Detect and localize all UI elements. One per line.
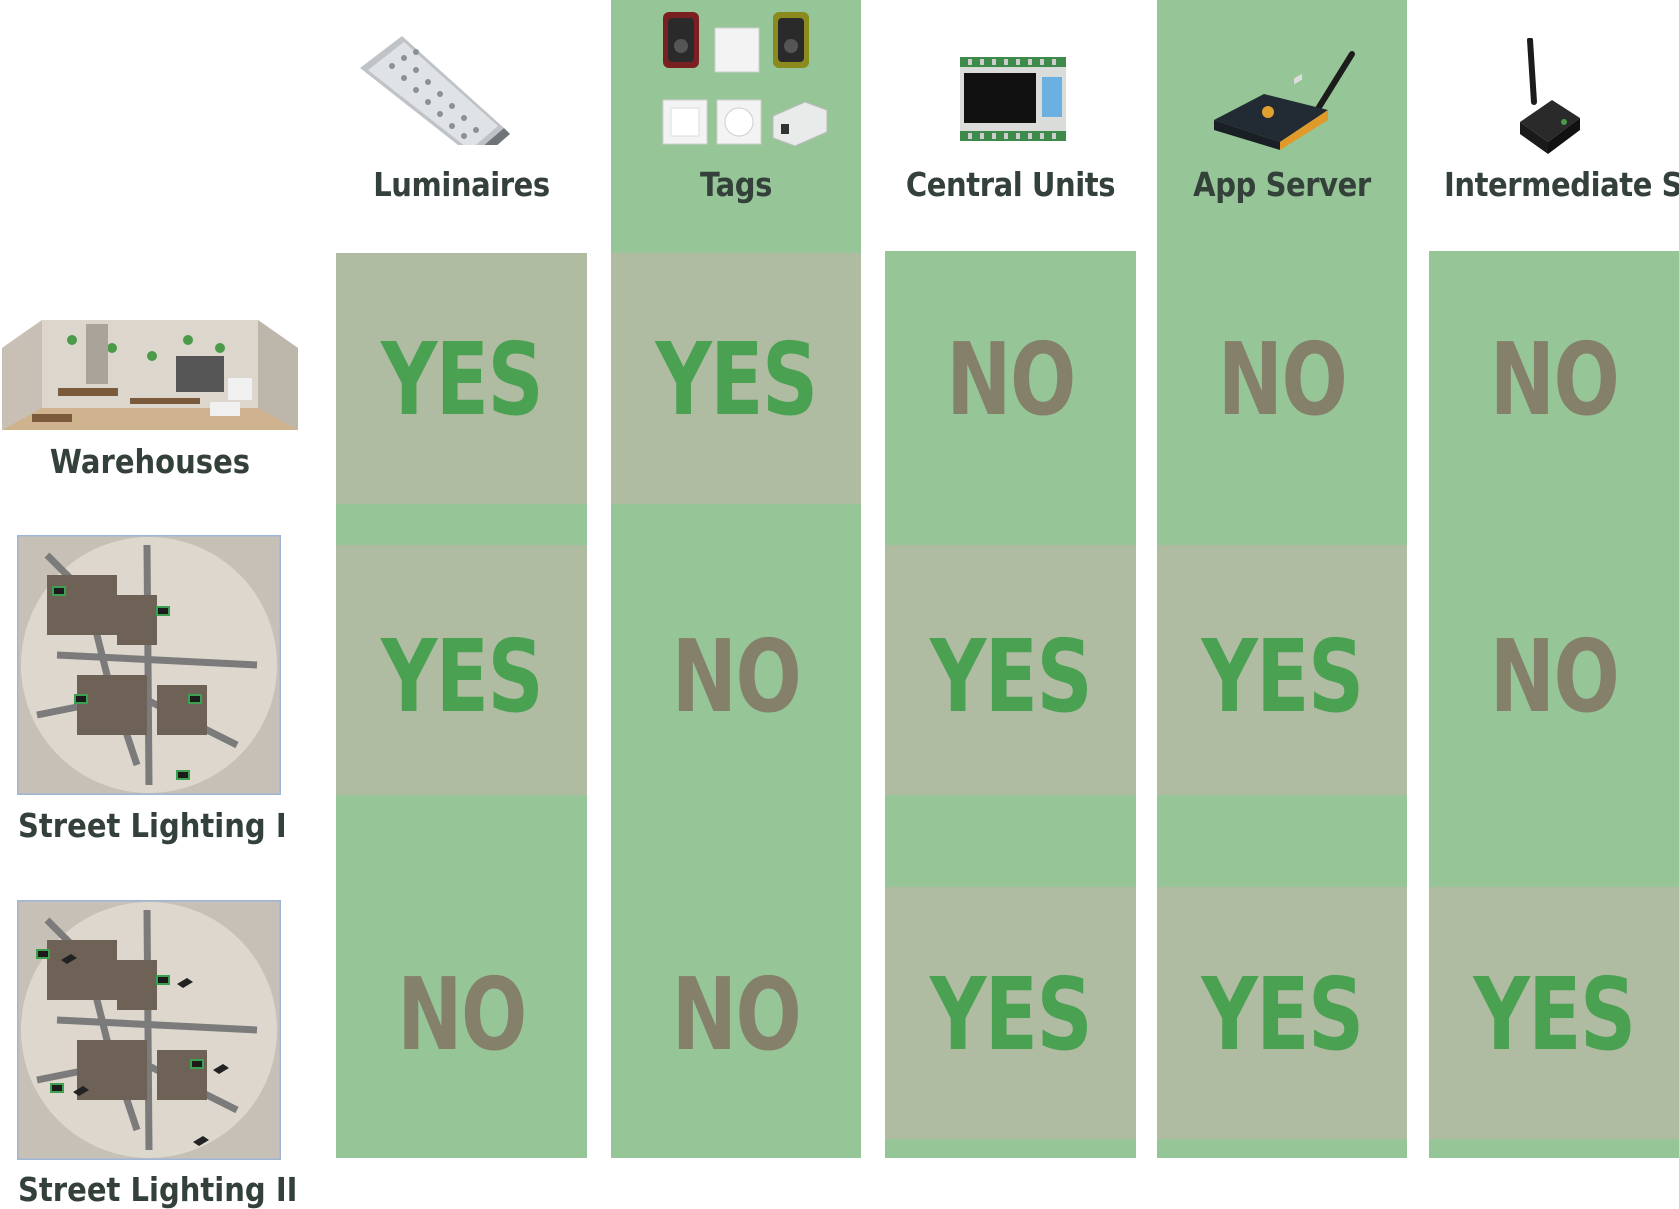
column-header-intermediate: Intermediate S. — [1444, 165, 1679, 204]
cell-highlight — [336, 253, 587, 504]
cell-value: YES — [1473, 956, 1636, 1073]
cell-highlight — [885, 545, 1136, 795]
street-map-image — [17, 535, 281, 795]
cell-value: NO — [397, 956, 527, 1073]
row-label-warehouses: Warehouses — [49, 442, 251, 481]
cell-value: NO — [671, 956, 802, 1073]
cell-highlight — [611, 253, 861, 504]
cell-highlight — [885, 887, 1136, 1139]
row-label-street-lighting-1: Street Lighting I — [18, 806, 287, 845]
cell-value: YES — [655, 321, 818, 438]
intermediate-station-icon — [1520, 38, 1580, 154]
cell-value: YES — [1201, 618, 1364, 735]
street-map-antenna-image — [17, 900, 281, 1160]
column-header-tags: Tags — [700, 165, 772, 204]
cell-value: YES — [380, 618, 544, 735]
cell-value: NO — [1489, 618, 1620, 735]
cell-highlight — [1157, 887, 1407, 1139]
warehouse-image — [2, 320, 298, 430]
column-header-app-server: App Server — [1193, 165, 1371, 204]
cell-value: NO — [946, 321, 1076, 438]
cell-highlight — [1157, 545, 1407, 795]
cell-value: YES — [380, 321, 544, 438]
cell-highlight — [336, 545, 587, 795]
cell-value: YES — [929, 618, 1093, 735]
luminaire-icon — [360, 36, 510, 145]
cell-value: NO — [1489, 321, 1620, 438]
cell-highlight — [1429, 887, 1679, 1139]
app-server-icon — [1214, 51, 1355, 150]
cell-value: YES — [1201, 956, 1364, 1073]
cell-value: NO — [671, 618, 802, 735]
cell-value: YES — [929, 956, 1093, 1073]
cell-value: NO — [1217, 321, 1348, 438]
row-label-street-lighting-2: Street Lighting II — [18, 1170, 298, 1209]
column-header-central-units: Central Units — [905, 165, 1116, 204]
column-header-luminaires: Luminaires — [373, 165, 550, 204]
tags-icon — [662, 12, 828, 147]
central-unit-icon — [960, 57, 1066, 141]
